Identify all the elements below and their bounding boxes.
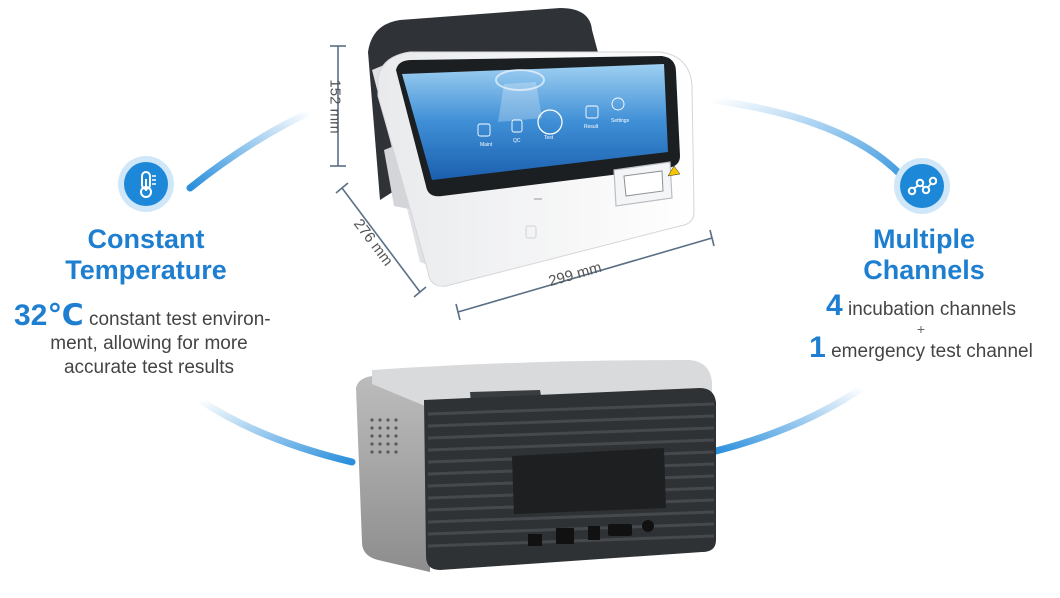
left-feature-title: Constant Temperature (46, 224, 246, 286)
left-text-line1: constant test environ- (88, 309, 271, 330)
left-title-line2: Temperature (65, 255, 227, 285)
right-feature-text: 4 incubation channels + 1 emergency test… (790, 291, 1052, 364)
left-title-line1: Constant (87, 224, 205, 254)
left-feature-text: 32℃ constant test environ- ment, allowin… (14, 301, 304, 380)
device-front-view: Maint QC Test Result Settings (368, 8, 695, 287)
screen-icons (477, 97, 625, 137)
incubation-text: incubation channels (848, 299, 1016, 320)
incubation-count: 4 (826, 289, 843, 322)
arc-top-right (708, 96, 916, 192)
dimension-depth-line (335, 182, 427, 298)
screen-label-qc: QC (513, 138, 521, 144)
dimension-height-line (330, 45, 346, 167)
screen-label-maint: Maint (480, 142, 493, 148)
temperature-value: 32℃ (14, 299, 84, 332)
screen-label-settings: Settings (611, 118, 630, 124)
arc-top-left (186, 108, 314, 192)
right-feature-title: Multiple Channels (824, 224, 1024, 286)
right-title-line1: Multiple (873, 224, 975, 254)
screen-label-result: Result (584, 124, 599, 130)
left-text-line3: accurate test results (63, 357, 235, 378)
thermometer-icon (124, 162, 168, 206)
emergency-count: 1 (809, 331, 826, 364)
right-title-line2: Channels (863, 255, 985, 285)
screen-label-test: Test (544, 135, 554, 141)
dimension-height-label: 152 mm (326, 79, 344, 134)
left-text-line2: ment, allowing for more (50, 333, 248, 354)
dimension-width-line (455, 229, 715, 321)
thermometer-icon-badge (118, 156, 174, 212)
device-rear-view (356, 360, 716, 572)
arc-bottom-left (196, 396, 356, 466)
channels-icon-badge (894, 158, 950, 214)
arc-bottom-right (708, 384, 866, 456)
plus-sign: + (916, 321, 926, 337)
emergency-text: emergency test channel (831, 341, 1033, 362)
channels-icon (900, 164, 944, 208)
